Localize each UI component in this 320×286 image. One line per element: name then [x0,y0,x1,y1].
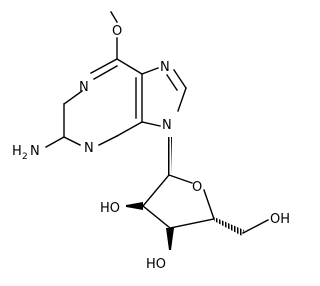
c5prime-oh-bond [242,219,269,234]
methoxy-bonds [110,11,118,60]
oh-2prime-wedge [126,202,143,210]
amine-n-label: N [30,144,40,159]
n7-label: N [160,60,170,75]
molecule-diagram: O N N N N H 2 N O HO HO OH [12,11,290,272]
amine-h-label: H [12,144,22,159]
pyrimidine-ring-bonds [63,58,143,146]
c5prime-hash-bond [214,217,244,236]
ring-oxygen-label: O [192,180,202,195]
oh-2prime-label: HO [100,201,120,216]
imidazole-ring-bonds [141,67,187,127]
oh-3prime-wedge [166,228,174,250]
ribose-ring-bonds [142,174,215,229]
methoxy-oxygen-label: O [112,24,122,39]
n1-label: N [79,80,89,95]
n3-label: N [84,141,94,156]
glycosidic-hash-bond [167,137,172,175]
n9-label: N [162,118,172,133]
oh-3prime-label: HO [146,257,166,272]
amine-subscript-label: 2 [22,152,28,162]
oh-5prime-label: OH [270,212,290,227]
amine-bond [45,136,65,148]
